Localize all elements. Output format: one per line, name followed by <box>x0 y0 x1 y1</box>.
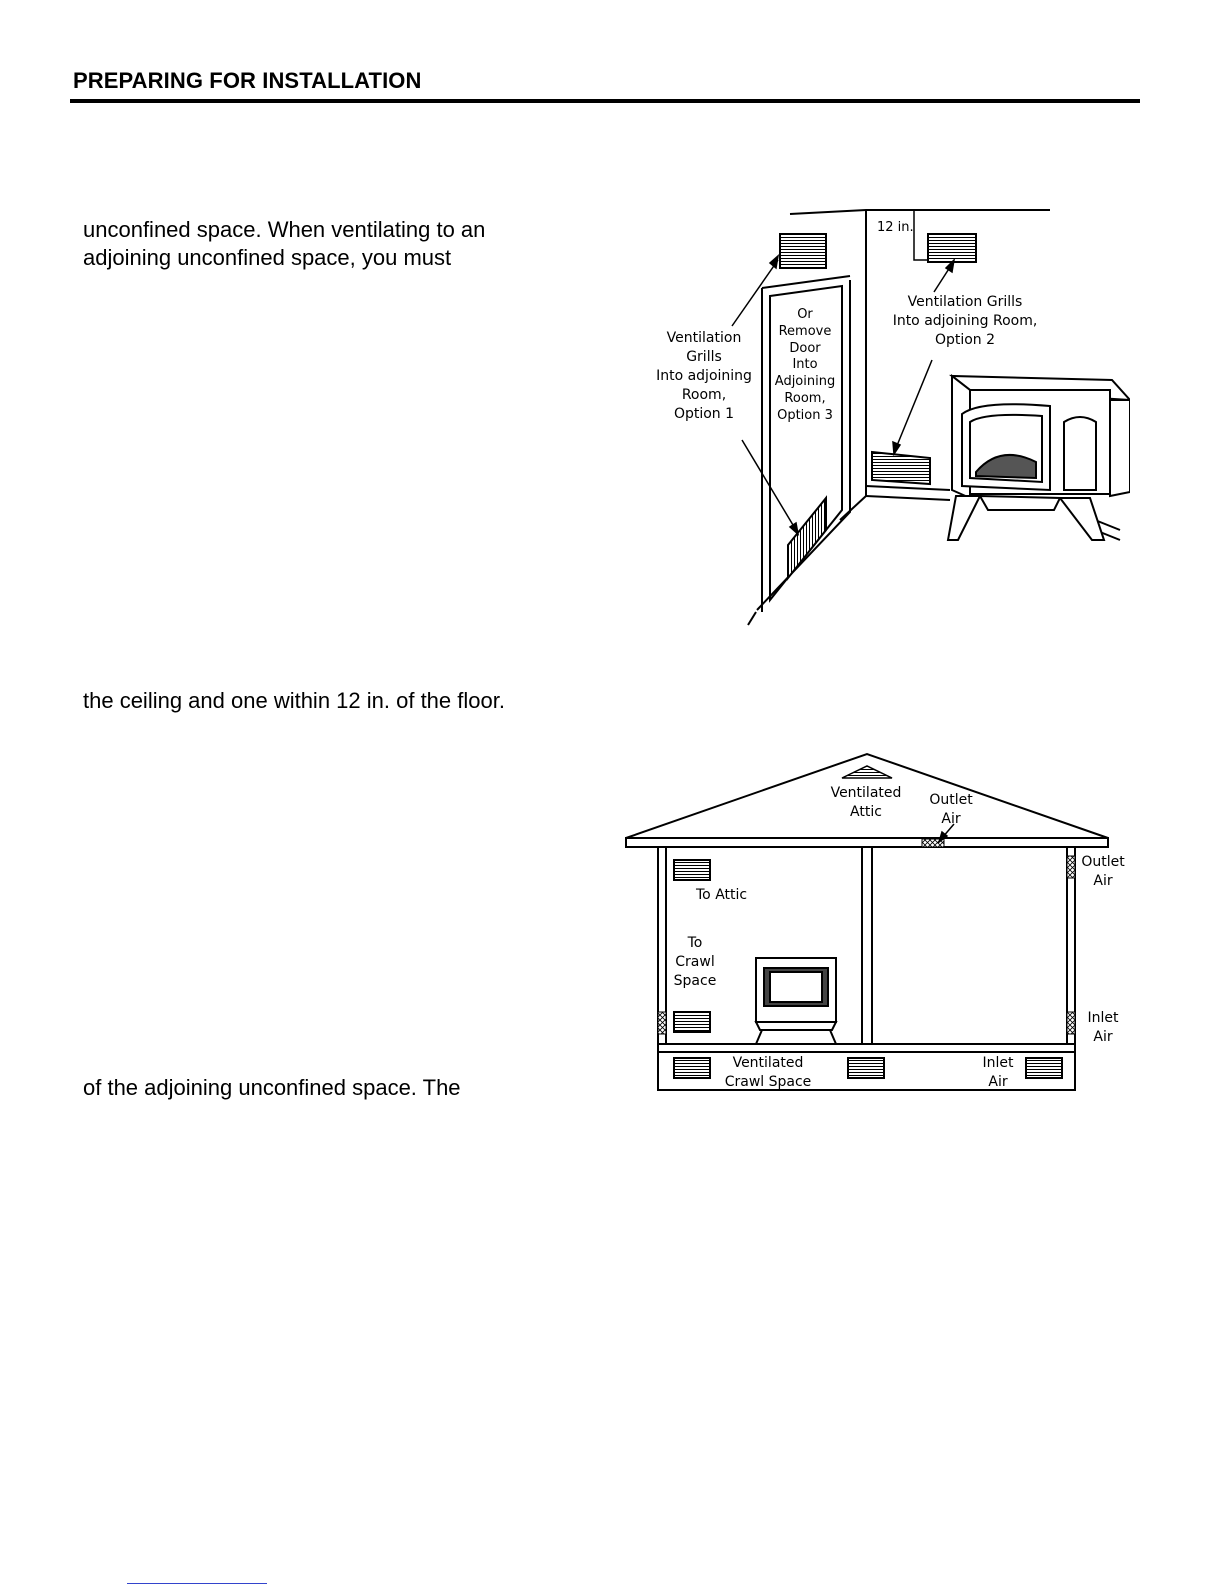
svg-text:Air: Air <box>1093 1029 1112 1045</box>
svg-text:Remove: Remove <box>779 324 832 339</box>
svg-text:Into adjoining: Into adjoining <box>656 368 752 384</box>
svg-text:Space: Space <box>674 973 717 989</box>
ventilated-crawl-space-label: Ventilated Crawl Space <box>725 1055 812 1090</box>
svg-text:Grills: Grills <box>686 349 722 365</box>
inlet-air-side-label: Inlet Air <box>1088 1010 1120 1045</box>
ventilated-attic-label: Ventilated Attic <box>831 785 902 820</box>
svg-text:Air: Air <box>941 811 960 827</box>
option2-label: Ventilation Grills Into adjoining Room, … <box>893 294 1038 348</box>
svg-text:Crawl: Crawl <box>675 954 714 970</box>
svg-text:Room,: Room, <box>784 391 825 406</box>
svg-text:Ventilation: Ventilation <box>667 330 742 346</box>
footer-link-underline <box>127 1583 267 1584</box>
svg-text:Room,: Room, <box>682 387 726 403</box>
svg-text:Outlet: Outlet <box>1081 854 1125 870</box>
body-text-line: adjoining unconfined space, you must <box>83 245 452 270</box>
grill-icon <box>673 859 711 881</box>
svg-text:Into: Into <box>792 357 817 372</box>
to-attic-label: To Attic <box>695 887 747 903</box>
section-title: PREPARING FOR INSTALLATION <box>73 68 422 93</box>
svg-text:Crawl Space: Crawl Space <box>725 1074 812 1090</box>
svg-text:Inlet: Inlet <box>1088 1010 1120 1026</box>
grill-icon <box>1025 1057 1063 1079</box>
option1-label: Ventilation Grills Into adjoining Room, … <box>656 330 752 422</box>
svg-text:Ventilated: Ventilated <box>733 1055 804 1071</box>
grill-icon <box>673 1057 711 1079</box>
to-crawl-space-label: To Crawl Space <box>674 935 717 989</box>
outlet-air-side-label: Outlet Air <box>1081 854 1125 889</box>
svg-text:Option 3: Option 3 <box>777 408 833 423</box>
header-rule <box>70 99 1140 103</box>
svg-text:Air: Air <box>988 1074 1007 1090</box>
svg-text:Adjoining: Adjoining <box>775 374 835 389</box>
body-text-line: unconfined space. When ventilating to an <box>83 217 486 242</box>
svg-text:Attic: Attic <box>850 804 882 820</box>
svg-text:Door: Door <box>789 341 821 356</box>
svg-text:To: To <box>687 935 703 951</box>
svg-text:Option 2: Option 2 <box>935 332 995 348</box>
room-ventilation-figure: 12 in. Ventilation Grills Into adjoining… <box>656 209 1130 626</box>
option3-label: Or Remove Door Into Adjoining Room, Opti… <box>775 307 835 423</box>
svg-text:Ventilated: Ventilated <box>831 785 902 801</box>
svg-text:Ventilation Grills: Ventilation Grills <box>908 294 1023 310</box>
inlet-air-bottom-label: Inlet Air <box>983 1055 1015 1090</box>
svg-text:Or: Or <box>797 307 813 322</box>
svg-text:Air: Air <box>1093 873 1112 889</box>
house-ventilation-figure: Ventilated Attic Outlet Air Outlet Air T… <box>625 752 1125 1091</box>
electric-stove-icon <box>946 373 1130 541</box>
grill-icon <box>673 1011 711 1033</box>
grill-icon <box>779 233 827 269</box>
grill-icon <box>847 1057 885 1079</box>
svg-text:Option 1: Option 1 <box>674 406 734 422</box>
grill-icon <box>871 450 931 486</box>
grill-icon <box>787 495 827 581</box>
outlet-air-top-label: Outlet Air <box>929 792 973 827</box>
dimension-label: 12 in. <box>877 220 914 235</box>
svg-text:Outlet: Outlet <box>929 792 973 808</box>
svg-text:Into adjoining Room,: Into adjoining Room, <box>893 313 1038 329</box>
body-text-line: of the adjoining unconfined space. The <box>83 1075 461 1100</box>
svg-text:Inlet: Inlet <box>983 1055 1015 1071</box>
body-text-line: the ceiling and one within 12 in. of the… <box>83 688 505 713</box>
electric-stove-icon <box>754 957 838 1045</box>
grill-icon <box>927 233 977 263</box>
